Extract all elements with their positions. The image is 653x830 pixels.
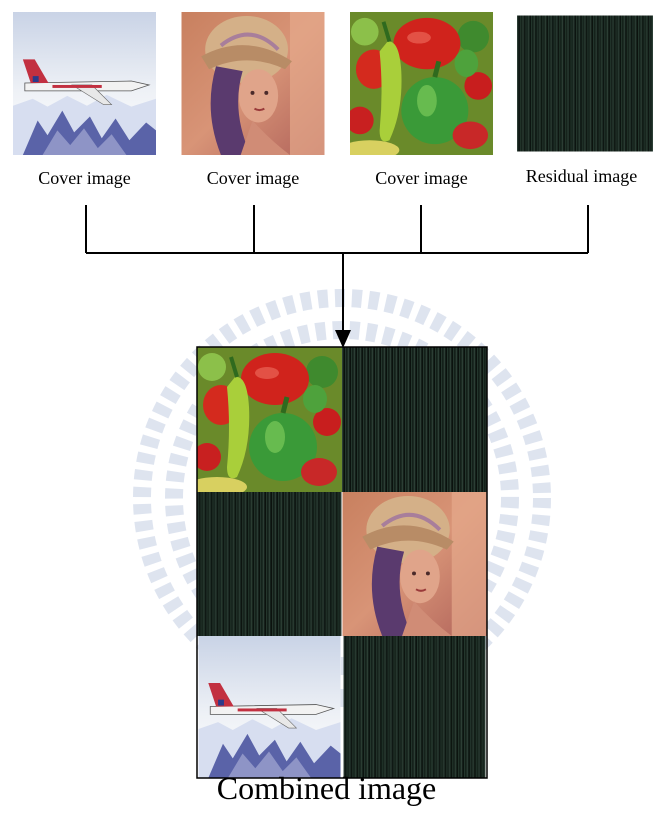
grid-cell-residual-2 <box>198 492 342 636</box>
input-images-row <box>13 12 653 160</box>
cover-image-jet-thumb <box>13 12 156 155</box>
input-label-2: Cover image <box>181 168 325 189</box>
input-label-4: Residual image <box>510 166 653 187</box>
merge-connector <box>86 205 588 332</box>
grid-cell-jet <box>199 636 341 778</box>
cover-image-peppers-thumb <box>340 12 493 160</box>
input-label-1: Cover image <box>13 168 156 189</box>
combined-image-grid <box>187 347 487 778</box>
grid-cell-residual-3 <box>344 636 486 778</box>
combined-image-caption: Combined image <box>0 770 653 807</box>
residual-image-thumb <box>517 16 653 152</box>
grid-cell-peppers <box>187 347 342 497</box>
cover-image-lena-thumb <box>182 12 325 155</box>
input-label-3: Cover image <box>350 168 493 189</box>
grid-cell-lena <box>343 492 487 636</box>
grid-cell-residual-1 <box>342 347 487 492</box>
